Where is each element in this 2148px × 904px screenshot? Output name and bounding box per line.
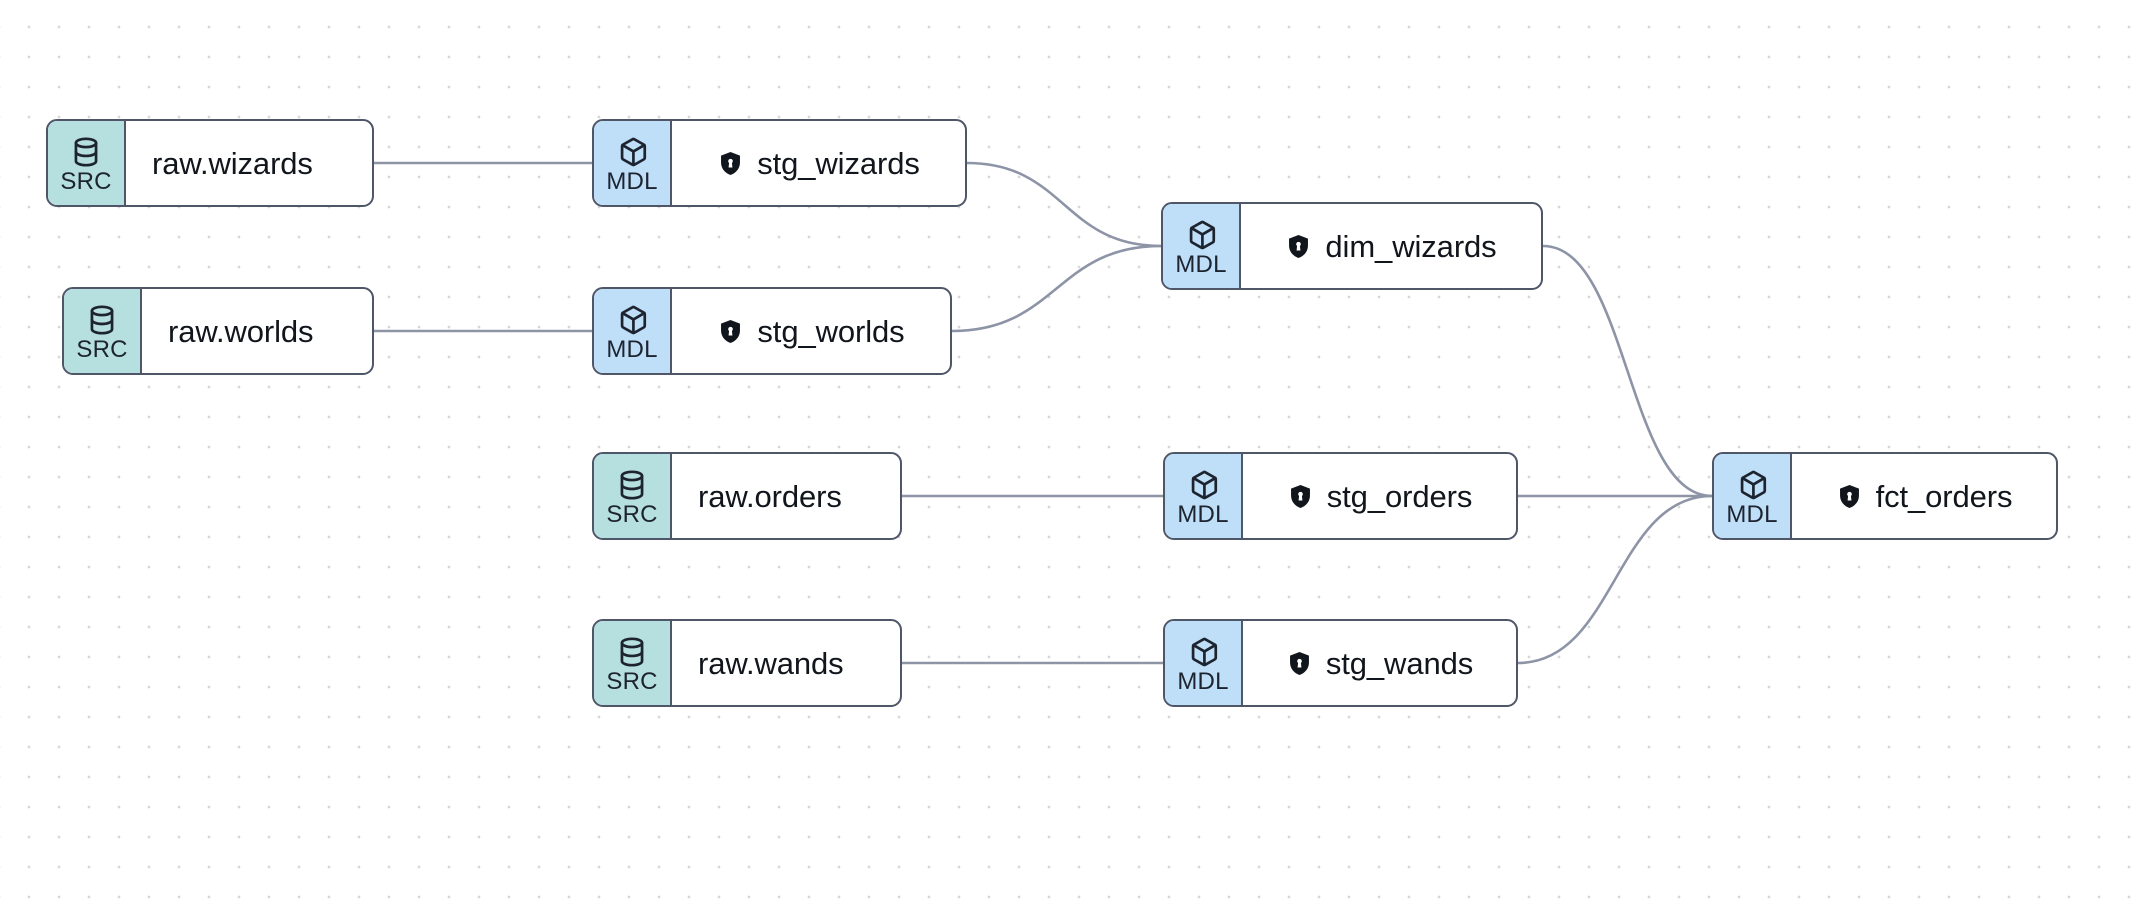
cube-icon [1186,468,1220,502]
node-title: stg_worlds [757,313,905,349]
node-stg-worlds[interactable]: MDL stg_worlds [592,287,952,375]
node-type-badge: MDL [1165,454,1243,538]
node-title: raw.orders [698,478,842,514]
node-dim-wizards[interactable]: MDL dim_wizards [1161,202,1543,290]
edge-stg-worlds-to-dim-wizards [950,244,1163,333]
node-body: dim_wizards [1241,204,1541,288]
node-type-label: SRC [606,500,658,528]
node-title: stg_wands [1325,645,1474,681]
cube-icon [615,135,649,169]
shield-lock-icon [1836,483,1863,510]
node-stg-wands[interactable]: MDL stg_wands [1163,619,1518,707]
node-type-badge: SRC [594,454,672,538]
node-stg-wizards[interactable]: MDL stg_wizards [592,119,967,207]
shield-lock-icon [1287,483,1314,510]
node-type-badge: MDL [594,121,672,205]
cube-icon [1186,635,1220,669]
shield-lock-icon [717,318,744,345]
node-type-label: MDL [606,167,658,195]
node-type-label: SRC [60,167,112,195]
database-icon [69,135,103,169]
node-type-label: SRC [606,667,658,695]
node-type-badge: MDL [594,289,672,373]
database-icon [615,635,649,669]
cube-icon [615,303,649,337]
node-type-label: MDL [606,335,658,363]
shield-lock-icon [1286,650,1313,677]
node-raw-worlds[interactable]: SRC raw.worlds [62,287,374,375]
node-body: stg_orders [1243,454,1516,538]
node-fct-orders[interactable]: MDL fct_orders [1712,452,2058,540]
node-type-label: MDL [1177,667,1229,695]
node-raw-orders[interactable]: SRC raw.orders [592,452,902,540]
node-body: raw.orders [672,454,900,538]
database-icon [85,303,119,337]
edge-stg-wands-to-fct-orders [1516,494,1714,665]
node-body: stg_wands [1243,621,1516,705]
node-title: stg_wizards [757,145,920,181]
node-type-badge: SRC [64,289,142,373]
node-title: dim_wizards [1325,228,1497,264]
node-type-badge: MDL [1165,621,1243,705]
shield-lock-icon [1285,233,1312,260]
node-title: fct_orders [1875,478,2013,514]
node-title: stg_orders [1326,478,1473,514]
node-type-label: MDL [1175,250,1227,278]
node-title: raw.worlds [168,313,314,349]
node-title: raw.wizards [152,145,313,181]
edge-stg-wizards-to-dim-wizards [965,161,1163,248]
node-type-badge: SRC [594,621,672,705]
database-icon [615,468,649,502]
node-stg-orders[interactable]: MDL stg_orders [1163,452,1518,540]
cube-icon [1735,468,1769,502]
node-type-label: MDL [1177,500,1229,528]
node-type-label: SRC [76,335,128,363]
node-raw-wizards[interactable]: SRC raw.wizards [46,119,374,207]
node-type-label: MDL [1726,500,1778,528]
edge-dim-wizards-to-fct-orders [1541,244,1714,498]
node-type-badge: SRC [48,121,126,205]
node-type-badge: MDL [1714,454,1792,538]
node-body: stg_worlds [672,289,950,373]
shield-lock-icon [717,150,744,177]
node-body: raw.wands [672,621,900,705]
cube-icon [1184,218,1218,252]
node-raw-wands[interactable]: SRC raw.wands [592,619,902,707]
node-body: raw.wizards [126,121,372,205]
node-title: raw.wands [698,645,844,681]
node-body: raw.worlds [142,289,372,373]
node-body: fct_orders [1792,454,2056,538]
node-body: stg_wizards [672,121,965,205]
node-type-badge: MDL [1163,204,1241,288]
